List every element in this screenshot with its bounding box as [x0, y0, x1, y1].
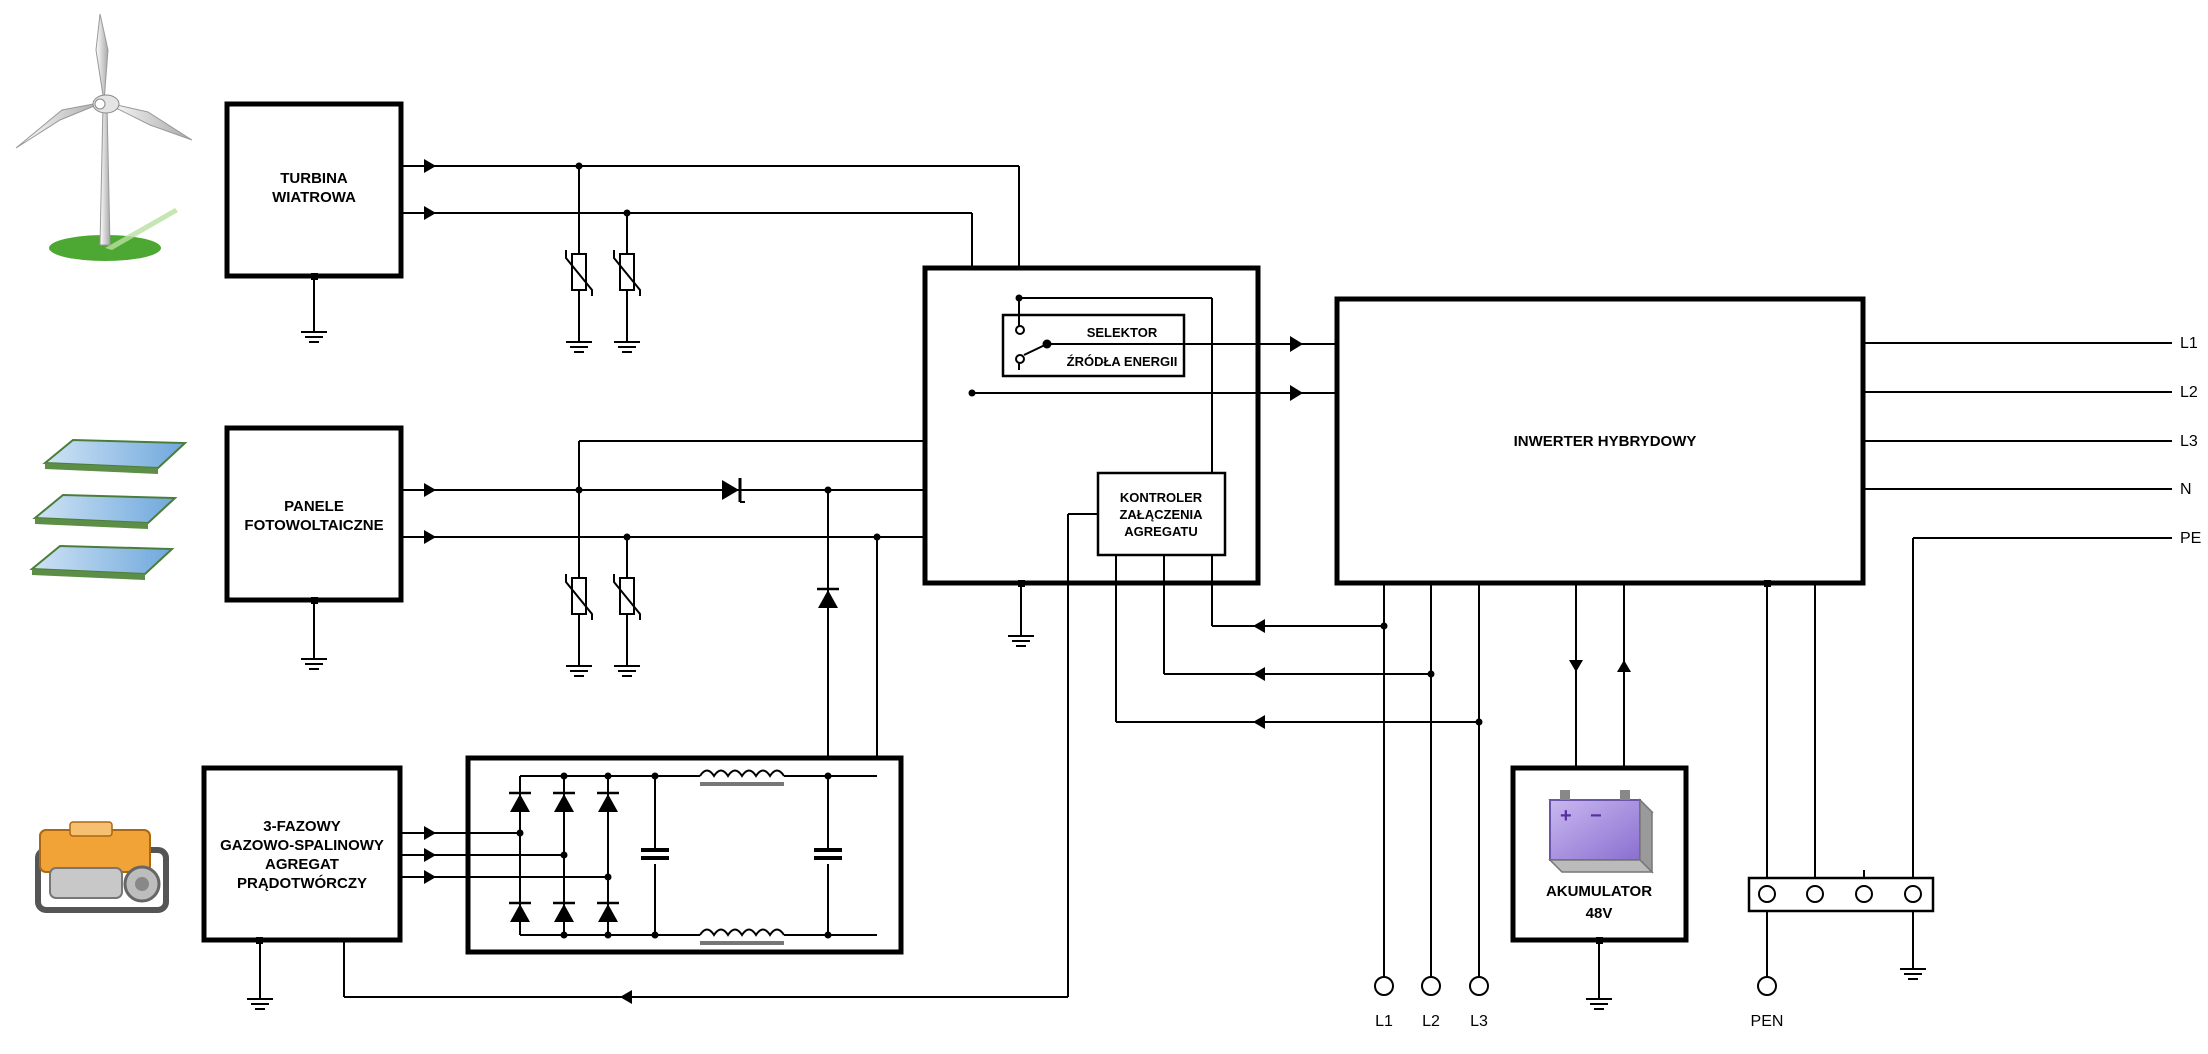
- ground-icon: [246, 984, 274, 1010]
- varistor-icon: [565, 249, 593, 297]
- inverter-label: INWERTER HYBRYDOWY: [1514, 433, 1697, 450]
- turbine-label-1: TURBINA: [280, 170, 348, 187]
- terminal-l3-label: L3: [1470, 1013, 1488, 1030]
- varistor-icon: [613, 573, 641, 621]
- output-l2-label: L2: [2180, 384, 2198, 401]
- turbine-label-2: WIATROWA: [272, 189, 356, 206]
- genset-label-1: 3-FAZOWY: [263, 818, 341, 835]
- genset-label-4: PRĄDOTWÓRCZY: [237, 874, 367, 892]
- generator-icon: [35, 821, 169, 913]
- terminal-strip: [1747, 876, 1935, 913]
- battery-label-1: AKUMULATOR: [1546, 883, 1652, 900]
- genset-block: [201, 765, 403, 943]
- terminal-l2-label: L2: [1422, 1013, 1440, 1030]
- genset-label-3: AGREGAT: [265, 856, 339, 873]
- pv-label-2: FOTOWOLTAICZNE: [244, 517, 383, 534]
- controller-label-2: ZAŁĄCZENIA: [1119, 507, 1203, 522]
- diode-icon: [722, 478, 745, 503]
- turbine-block: [224, 101, 404, 279]
- ground-icon: [300, 644, 328, 670]
- terminal-l2: [1421, 976, 1441, 996]
- pv-block: [224, 425, 404, 603]
- selector-label-1: SELEKTOR: [1087, 325, 1158, 340]
- terminal-l1-label: L1: [1375, 1013, 1393, 1030]
- output-l3-label: L3: [2180, 433, 2198, 450]
- pv-label-1: PANELE: [284, 498, 344, 515]
- diode-icon: [815, 587, 841, 610]
- controller-label-1: KONTROLER: [1120, 490, 1203, 505]
- battery-label-2: 48V: [1586, 905, 1613, 922]
- terminal-l1: [1374, 976, 1394, 996]
- controller-block: [1096, 471, 1227, 557]
- solar-panels-icon: [29, 438, 188, 580]
- hybrid-inverter-block: [1334, 296, 1866, 586]
- svg-text:+: +: [1560, 805, 1572, 827]
- varistor-icon: [565, 573, 593, 621]
- output-l1-label: L1: [2180, 335, 2198, 352]
- terminal-pen: [1757, 976, 1777, 996]
- wind-turbine-icon: [15, 13, 193, 261]
- output-n-label: N: [2180, 481, 2192, 498]
- battery-icon: + −: [1548, 790, 1654, 874]
- ground-icon: [1007, 621, 1035, 647]
- selector-label-2: ŹRÓDŁA ENERGII: [1067, 354, 1178, 369]
- output-pe-label: PE: [2180, 530, 2201, 547]
- ground-icon: [1585, 984, 1613, 1010]
- terminal-pen-label: PEN: [1751, 1013, 1784, 1030]
- selector-block: [1001, 313, 1186, 378]
- terminal-l3: [1469, 976, 1489, 996]
- svg-text:−: −: [1590, 805, 1602, 827]
- controller-label-3: AGREGATU: [1124, 524, 1197, 539]
- ground-icon: [1899, 954, 1927, 980]
- ground-icon: [300, 317, 328, 343]
- genset-label-2: GAZOWO-SPALINOWY: [220, 837, 384, 854]
- varistor-icon: [613, 249, 641, 297]
